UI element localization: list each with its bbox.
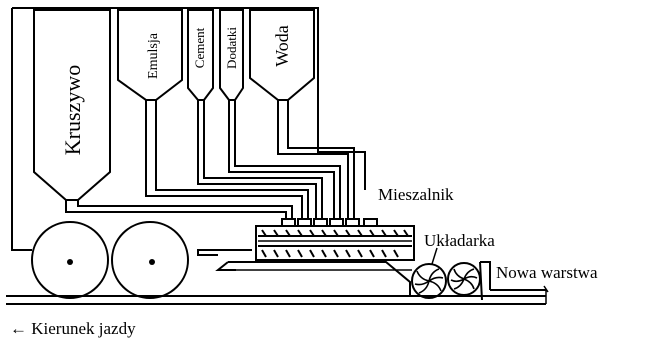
feed-pipe-cement [197,100,323,222]
label-nowa-warstwa: Nowa warstwa [496,263,598,282]
label-mieszalnik: Mieszalnik [378,185,454,204]
auger-leader-line [431,247,438,265]
wheel-front [31,221,109,299]
mixer-paddles-bottom [261,249,399,258]
label-ukladarka: Układarka [424,231,495,250]
spreader-box [215,261,411,296]
label-emulsja: Emulsja [146,32,161,79]
spreader-rear-wall [479,261,491,301]
label-kierunek-jazdy: ← Kierunek jazdy [10,319,136,338]
spreader-auger-front [411,263,447,299]
label-woda: Woda [272,25,292,67]
feed-pipe-dodatki [228,100,341,222]
spreader-auger-rear [447,262,481,296]
feed-pipe-emulsja [145,100,309,222]
new-layer-end [543,285,549,304]
machine-body [11,7,366,256]
label-kruszywo: Kruszywo [60,65,85,155]
label-dodatki: Dodatki [224,27,239,69]
label-cement: Cement [192,27,207,68]
feed-pipe-kruszywo [65,200,293,222]
mixer-paddles-top [261,229,409,237]
wheel-rear [111,221,189,299]
mixer [255,225,415,261]
feed-pipe-woda [277,100,355,222]
